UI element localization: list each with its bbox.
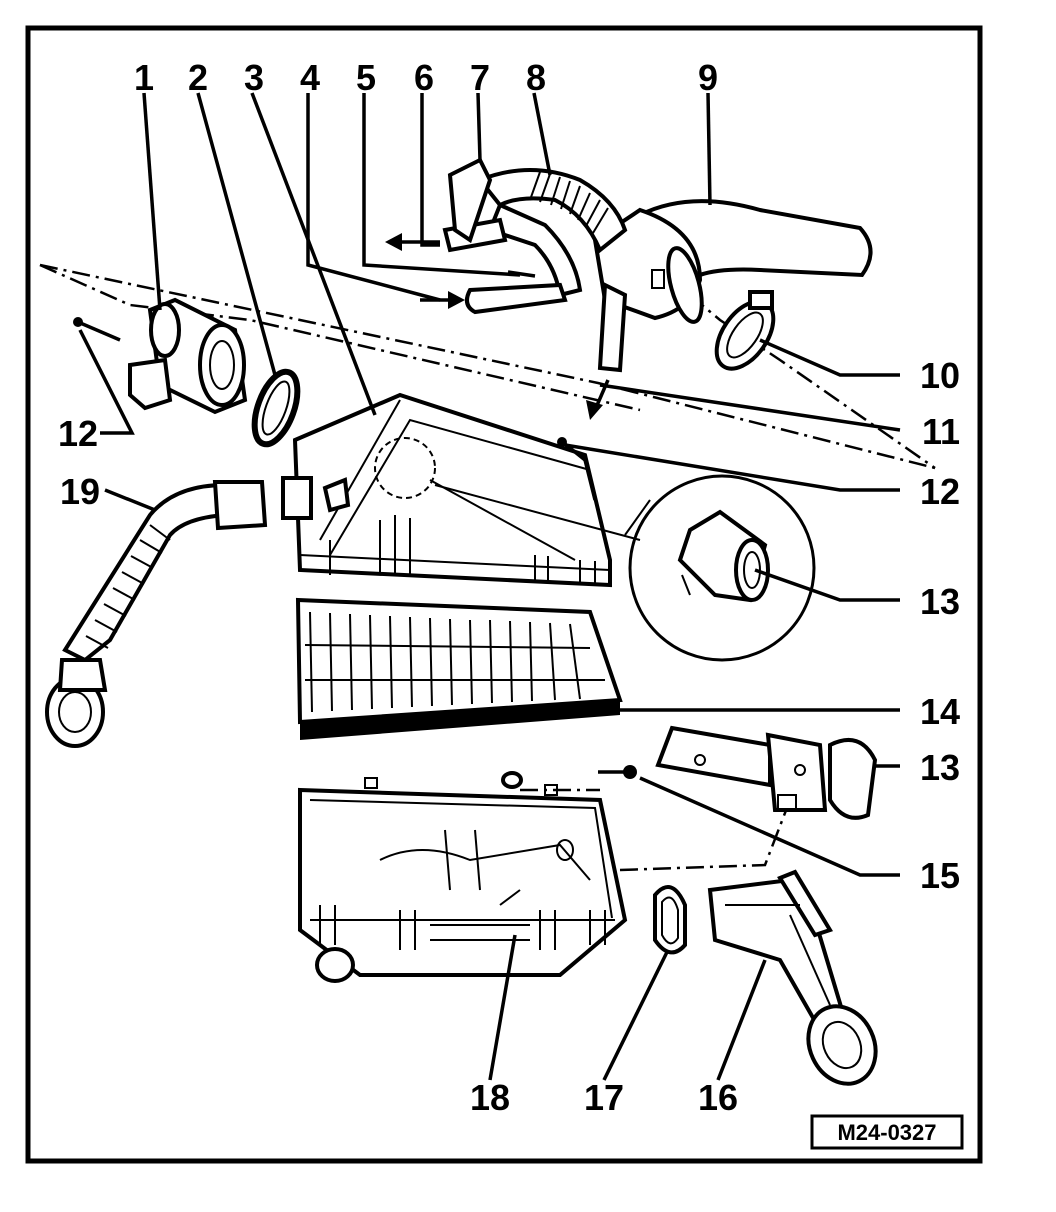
callout-6: 6 [414, 57, 434, 98]
callout-15: 15 [920, 855, 960, 896]
air-filter-lower-part-shape [298, 771, 628, 983]
callout-18: 18 [470, 1077, 510, 1118]
hose-clamp-part [714, 290, 776, 371]
air-filter-upper-part [281, 392, 612, 588]
callout-7: 7 [470, 57, 490, 98]
callout-12-left: 12 [58, 413, 98, 454]
air-duct-part [592, 199, 873, 324]
screw-15-part [598, 765, 637, 779]
corrugated-hose-part [45, 480, 268, 748]
callout-8: 8 [526, 57, 546, 98]
leader-lines [78, 92, 901, 1081]
callout-10: 10 [920, 355, 960, 396]
callout-3: 3 [244, 57, 264, 98]
arrow-markers [385, 233, 610, 420]
callout-labels: 1 2 3 4 5 6 7 8 9 10 11 12 12 19 13 14 1… [58, 57, 960, 1118]
callout-16: 16 [698, 1077, 738, 1118]
air-intake-duct-part [707, 869, 878, 1086]
callout-19: 19 [60, 471, 100, 512]
callout-4: 4 [300, 57, 320, 98]
callout-1: 1 [134, 57, 154, 98]
screw-right-part [557, 437, 597, 501]
callout-13-upper: 13 [920, 581, 960, 622]
intake-hose-part [442, 157, 628, 373]
detail-circle [434, 474, 816, 662]
air-mass-meter-part [128, 297, 248, 415]
footer-text: ... ... ... ... ... [120, 1196, 278, 1212]
seal-part [653, 885, 687, 955]
callout-9: 9 [698, 57, 718, 98]
figure-code-box: M24-0327 [810, 1114, 964, 1150]
callout-14: 14 [920, 691, 960, 732]
diagram-frame [25, 25, 983, 1164]
callout-2: 2 [188, 57, 208, 98]
o-ring-part [251, 368, 301, 448]
callout-5: 5 [356, 57, 376, 98]
filter-element-part [295, 597, 623, 740]
callout-12-right: 12 [920, 471, 960, 512]
screw-left-part [73, 317, 121, 342]
connecting-piece-part [655, 725, 878, 820]
callout-13-lower: 13 [920, 747, 960, 788]
figure-code: M24-0327 [837, 1120, 936, 1145]
callout-11: 11 [922, 411, 960, 452]
callout-17: 17 [584, 1077, 624, 1118]
